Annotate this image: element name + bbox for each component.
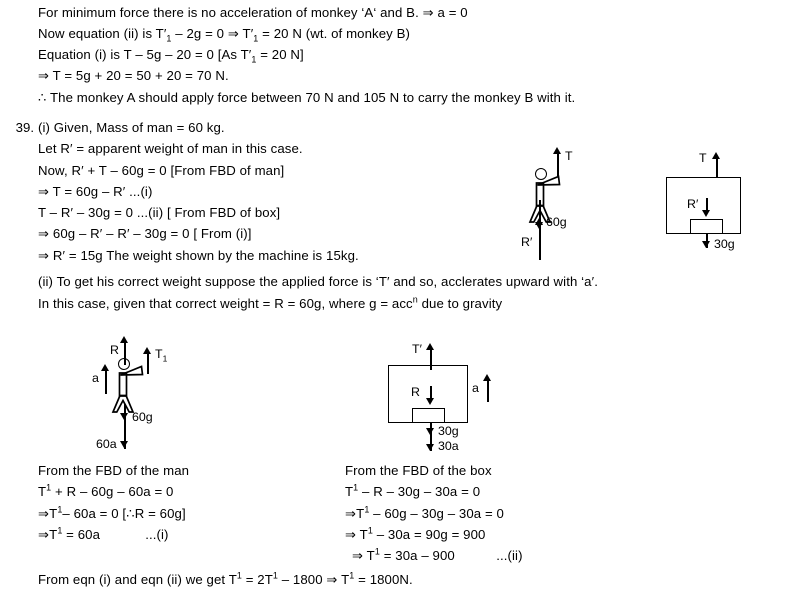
fbd-man-heading: From the FBD of the man	[38, 463, 190, 478]
question-number: 39.	[15, 120, 34, 135]
box1-platform-rect	[690, 219, 723, 234]
man2-weight-arrowhead	[120, 413, 129, 420]
fbd-box-line-2: ⇒T1 – 60g – 30g – 30a = 0	[345, 504, 504, 521]
box2-accel-label: a	[472, 381, 479, 395]
man2-weight-label: 60g	[132, 410, 153, 424]
box2-reaction-arrowhead	[426, 398, 435, 405]
man2-reaction-label: R	[110, 343, 119, 357]
box1-tension-shaft	[716, 157, 718, 178]
fbd-box-line-4: ⇒ T1 = 30a – 900 ...(ii)	[352, 546, 523, 563]
part-i-line-5: T – R′ – 30g = 0 ...(ii) [ From FBD of b…	[38, 205, 281, 220]
box2-inertia-label: 30a	[438, 439, 459, 453]
final-line: From eqn (i) and eqn (ii) we get T1 = 2T…	[38, 570, 413, 587]
fbd-box-heading: From the FBD of the box	[345, 463, 492, 478]
part-i-line-2: Let R′ = apparent weight of man in this …	[38, 141, 303, 156]
man2-tension-shaft	[147, 352, 149, 374]
box2-force-shaft	[430, 423, 432, 451]
man2-reaction-shaft	[124, 341, 126, 365]
man1-force-shaft	[539, 200, 541, 260]
box2-tension-shaft	[430, 348, 432, 370]
box1-weight-label: 30g	[714, 237, 735, 251]
box1-tension-arrowhead	[712, 152, 721, 159]
man2-head-icon	[118, 358, 130, 370]
man2-force-shaft	[124, 404, 126, 449]
part-i-line-3: Now, R′ + T – 60g = 0 [From FBD of man]	[38, 163, 285, 178]
man2-accel-shaft	[105, 369, 107, 394]
man2-inertia-arrowhead	[120, 441, 129, 448]
man1-head-icon	[535, 168, 547, 180]
box2-accel-arrowhead	[483, 374, 492, 381]
box2-weight-arrowhead	[426, 428, 435, 435]
man2-inertia-label: 60a	[96, 437, 117, 451]
man2-accel-label: a	[92, 371, 99, 385]
top-line-1: For minimum force there is no accelerati…	[38, 5, 468, 20]
part-i-line-1: (i) Given, Mass of man = 60 kg.	[38, 120, 225, 135]
fbd-box-line-3: ⇒ T1 – 30a = 90g = 900	[345, 525, 486, 542]
fbd-man-line-1: T1 + R – 60g – 60a = 0	[38, 482, 174, 499]
top-line-4: ⇒ T = 5g + 20 = 50 + 20 = 70 N.	[38, 68, 229, 83]
man1-body-icon	[528, 175, 561, 223]
man2-body-icon	[111, 365, 144, 413]
box2-tension-arrowhead	[426, 343, 435, 350]
box2-inertia-arrowhead	[426, 444, 435, 451]
man1-reaction-arrowhead	[535, 218, 544, 225]
box2-tension-label: T′	[412, 342, 422, 356]
man2-reaction-arrowhead	[120, 336, 129, 343]
box1-reaction-label: R′	[687, 197, 699, 211]
box1-reaction-arrowhead	[702, 210, 711, 217]
man1-tension-arrowhead	[553, 147, 562, 154]
man2-tension-arrowhead	[143, 347, 152, 354]
man1-reaction-label: R′	[521, 235, 533, 249]
box2-weight-label: 30g	[438, 424, 459, 438]
man1-tension-label: T	[565, 149, 573, 163]
fbd-man-line-2: ⇒T1– 60a = 0 [∴R = 60g]	[38, 504, 186, 521]
box1-weight-arrowhead	[702, 241, 711, 248]
box2-reaction-shaft	[430, 386, 432, 400]
part-i-line-4: ⇒ T = 60g – R′ ...(i)	[38, 184, 153, 199]
man1-weight-label: 60g	[546, 215, 567, 229]
top-line-5: ∴ The monkey A should apply force betwee…	[38, 90, 576, 105]
box2-platform-rect	[412, 408, 445, 423]
man1-tension-shaft	[557, 152, 559, 176]
part-ii-line-1: (ii) To get his correct weight suppose t…	[38, 274, 598, 289]
man2-tension-label: T1	[155, 347, 168, 364]
top-line-2: Now equation (ii) is T′1 – 2g = 0 ⇒ T′1 …	[38, 26, 411, 44]
box2-reaction-label: R	[411, 385, 420, 399]
part-ii-line-2: In this case, given that correct weight …	[38, 294, 503, 311]
fbd-man-line-3: ⇒T1 = 60a ...(i)	[38, 525, 169, 542]
box1-reaction-shaft	[706, 198, 708, 212]
part-i-line-6: ⇒ 60g – R′ – R′ – 30g = 0 [ From (i)]	[38, 226, 252, 241]
part-i-line-7: ⇒ R′ = 15g The weight shown by the machi…	[38, 248, 359, 263]
man1-weight-arrowhead	[535, 222, 544, 229]
top-line-3: Equation (i) is T – 5g – 20 = 0 [As T′1 …	[38, 47, 304, 65]
fbd-box-line-1: T1 – R – 30g – 30a = 0	[345, 482, 481, 499]
box2-accel-shaft	[487, 379, 489, 402]
box1-tension-label: T	[699, 151, 707, 165]
man2-accel-arrowhead	[101, 364, 110, 371]
